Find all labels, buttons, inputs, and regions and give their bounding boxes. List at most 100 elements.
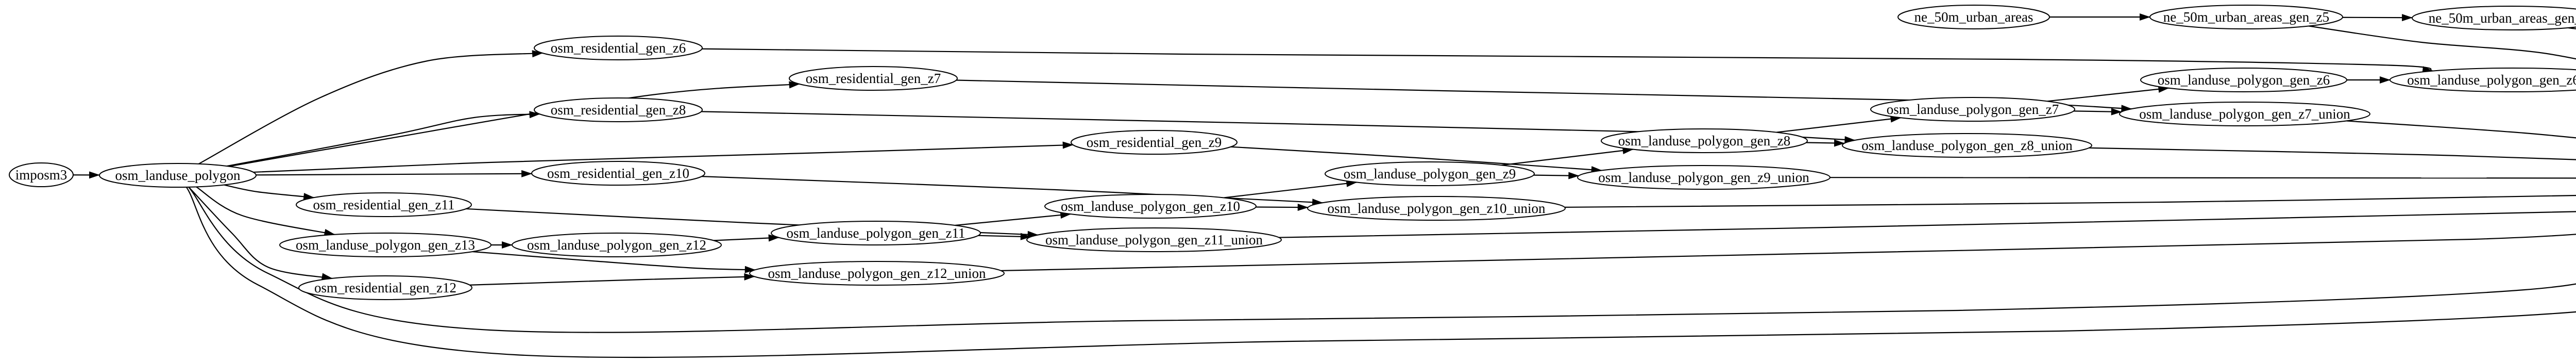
node-osm_landuse_polygon_gen_z10_union: osm_landuse_polygon_gen_z10_union [1307, 196, 1566, 221]
node-osm_landuse_polygon_gen_z10: osm_landuse_polygon_gen_z10 [1044, 194, 1257, 219]
node-shape-osm_landuse_polygon [99, 163, 257, 188]
edge-osm_landuse_polygon--osm_landuse_polygon_gen_z13 [196, 186, 335, 236]
node-shape-osm_landuse_polygon_gen_z8_union [1842, 133, 2092, 158]
node-shape-osm_residential_gen_z6 [534, 36, 703, 60]
node-shape-osm_residential_gen_z12 [298, 275, 472, 300]
edge-osm_landuse_polygon_gen_z7_union--layer_landuse-z7 [2346, 120, 2576, 139]
node-ne_50m_urban_areas: ne_50m_urban_areas [1897, 5, 2050, 29]
edge-osm_landuse_polygon_gen_z8--osm_landuse_polygon_gen_z8_union [1806, 139, 1845, 147]
node-osm_landuse_polygon_gen_z8: osm_landuse_polygon_gen_z8 [1601, 128, 1808, 153]
edge-osm_landuse_polygon_gen_z11--osm_landuse_polygon_gen_z11_union [978, 233, 1031, 240]
edge-ne_50m_urban_areas_gen_z5--layer_landuse-z5 [2309, 25, 2576, 60]
node-shape-osm_landuse_polygon_gen_z9_union [1577, 165, 1831, 190]
node-shape-osm_residential_gen_z9 [1071, 130, 1238, 155]
node-label-ne_50m_urban_areas_gen_z4: ne_50m_urban_areas_gen_z4 [2429, 10, 2576, 26]
node-shape-osm_residential_gen_z11 [296, 192, 472, 217]
node-osm_residential_gen_z12: osm_residential_gen_z12 [298, 275, 472, 300]
node-label-osm_residential_gen_z9: osm_residential_gen_z9 [1087, 135, 1222, 150]
edge-osm_landuse_polygon_gen_z11_union--layer_landuse-z11 [1279, 211, 2576, 238]
node-osm_landuse_polygon_gen_z7_union: osm_landuse_polygon_gen_z7_union [2119, 102, 2370, 126]
node-label-osm_landuse_polygon_gen_z12_union: osm_landuse_polygon_gen_z12_union [768, 266, 986, 281]
node-osm_residential_gen_z8: osm_residential_gen_z8 [534, 97, 703, 122]
node-ne_50m_urban_areas_gen_z4: ne_50m_urban_areas_gen_z4 [2412, 6, 2576, 30]
edge-osm_landuse_polygon_gen_z11--osm_landuse_polygon_gen_z10 [955, 211, 1072, 226]
edge-osm_landuse_polygon_gen_z8_union--layer_landuse-z8 [2089, 147, 2576, 160]
edge-osm_residential_gen_z10--osm_landuse_polygon_gen_z10_union [701, 175, 1324, 206]
node-osm_residential_gen_z7: osm_residential_gen_z7 [789, 66, 958, 91]
edge-osm_landuse_polygon--osm_residential_gen_z11 [224, 184, 315, 201]
node-label-osm_landuse_polygon_gen_z7: osm_landuse_polygon_gen_z7 [1887, 102, 2059, 117]
edge-osm_landuse_polygon--osm_residential_gen_z10 [256, 170, 533, 177]
node-label-osm_landuse_polygon: osm_landuse_polygon [115, 168, 241, 183]
node-label-ne_50m_urban_areas: ne_50m_urban_areas [1914, 9, 2033, 25]
node-osm_residential_gen_z6: osm_residential_gen_z6 [534, 36, 703, 60]
node-label-osm_landuse_polygon_gen_z11_union: osm_landuse_polygon_gen_z11_union [1045, 232, 1263, 248]
node-label-osm_landuse_polygon_gen_z9: osm_landuse_polygon_gen_z9 [1344, 166, 1516, 182]
node-shape-ne_50m_urban_areas_gen_z4 [2412, 6, 2576, 30]
node-shape-ne_50m_urban_areas_gen_z5 [2149, 5, 2343, 29]
node-label-osm_landuse_polygon_gen_z13: osm_landuse_polygon_gen_z13 [296, 237, 475, 253]
node-shape-osm_residential_gen_z8 [534, 97, 703, 122]
edge-osm_landuse_polygon_gen_z12--osm_landuse_polygon_gen_z11 [714, 234, 779, 242]
node-label-imposm3: imposm3 [15, 167, 67, 183]
node-shape-osm_landuse_polygon_gen_z11 [771, 221, 981, 245]
node-label-osm_landuse_polygon_gen_z8_union: osm_landuse_polygon_gen_z8_union [1861, 138, 2073, 153]
node-label-osm_landuse_polygon_gen_z9_union: osm_landuse_polygon_gen_z9_union [1598, 170, 1809, 185]
edge-osm_landuse_polygon--layer_landuse-z13 [188, 187, 2576, 333]
edge-osm_landuse_polygon_gen_z10_union--layer_landuse-z10 [1564, 194, 2576, 208]
edge-osm_landuse_polygon_gen_z9--osm_landuse_polygon_gen_z8 [1501, 147, 1634, 166]
edges-layer [73, 13, 2576, 358]
edge-osm_landuse_polygon--osm_residential_gen_z7 [229, 81, 800, 167]
edge-osm_landuse_polygon--osm_residential_gen_z9 [253, 141, 1074, 173]
node-label-osm_landuse_polygon_gen_z11: osm_landuse_polygon_gen_z11 [787, 225, 965, 241]
node-osm_landuse_polygon_gen_z11_union: osm_landuse_polygon_gen_z11_union [1026, 227, 1282, 252]
node-label-osm_landuse_polygon_gen_z12: osm_landuse_polygon_gen_z12 [527, 237, 706, 253]
node-label-osm_landuse_polygon_gen_z10: osm_landuse_polygon_gen_z10 [1061, 199, 1240, 214]
edge-osm_landuse_polygon_gen_z7--osm_landuse_polygon_gen_z6 [2047, 85, 2170, 102]
node-shape-osm_landuse_polygon_gen_z7_union [2119, 102, 2370, 126]
node-osm_landuse_polygon: osm_landuse_polygon [99, 163, 257, 188]
node-shape-osm_landuse_polygon_gen_z13 [279, 233, 492, 257]
edge-osm_landuse_polygon_gen_z10--osm_landuse_polygon_gen_z9 [1224, 179, 1358, 199]
node-shape-ne_50m_urban_areas [1897, 5, 2050, 29]
node-shape-osm_landuse_polygon_gen_z10_union [1307, 196, 1566, 221]
edge-osm_landuse_polygon_gen_z9--osm_landuse_polygon_gen_z9_union [1533, 172, 1580, 179]
node-shape-osm_landuse_polygon_gen_z7 [1870, 97, 2075, 122]
node-label-osm_residential_gen_z6: osm_residential_gen_z6 [551, 40, 686, 56]
node-osm_landuse_polygon_gen_z9_union: osm_landuse_polygon_gen_z9_union [1577, 165, 1831, 190]
node-label-osm_landuse_polygon_gen_z8: osm_landuse_polygon_gen_z8 [1618, 133, 1790, 149]
edge-osm_residential_gen_z9--osm_landuse_polygon_gen_z9_union [1230, 146, 1602, 174]
nodes-layer: imposm3 osm_landuse_polygon osm_residentia… [9, 5, 2576, 300]
node-label-osm_landuse_polygon_gen_z6_union: osm_landuse_polygon_gen_z6_union [2407, 72, 2576, 88]
edge-osm_landuse_polygon--osm_residential_gen_z12 [188, 187, 333, 281]
edge-osm_landuse_polygon_gen_z13--osm_landuse_polygon_gen_z12_union [472, 251, 756, 273]
edge-osm_landuse_polygon_gen_z12_union--layer_landuse-z12 [1001, 234, 2576, 272]
node-label-osm_landuse_polygon_gen_z7_union: osm_landuse_polygon_gen_z7_union [2139, 106, 2350, 122]
node-label-osm_residential_gen_z10: osm_residential_gen_z10 [547, 166, 689, 181]
node-label-ne_50m_urban_areas_gen_z5: ne_50m_urban_areas_gen_z5 [2163, 9, 2329, 25]
node-osm_landuse_polygon_gen_z13: osm_landuse_polygon_gen_z13 [279, 233, 492, 257]
edge-osm_landuse_polygon--osm_residential_gen_z6 [198, 50, 543, 164]
node-ne_50m_urban_areas_gen_z5: ne_50m_urban_areas_gen_z5 [2149, 5, 2343, 29]
node-shape-osm_landuse_polygon_gen_z6_union [2389, 68, 2576, 92]
node-label-osm_landuse_polygon_gen_z6: osm_landuse_polygon_gen_z6 [2158, 72, 2330, 88]
node-shape-osm_landuse_polygon_gen_z6 [2140, 68, 2347, 92]
edge-osm_landuse_polygon_gen_z7--osm_landuse_polygon_gen_z7_union [2073, 108, 2122, 116]
node-label-osm_residential_gen_z12: osm_residential_gen_z12 [314, 280, 456, 295]
node-osm_landuse_polygon_gen_z11: osm_landuse_polygon_gen_z11 [771, 221, 981, 245]
node-shape-osm_landuse_polygon_gen_z11_union [1026, 227, 1282, 252]
node-osm_landuse_polygon_gen_z9: osm_landuse_polygon_gen_z9 [1325, 161, 1535, 186]
node-label-osm_landuse_polygon_gen_z10_union: osm_landuse_polygon_gen_z10_union [1328, 201, 1546, 216]
node-shape-imposm3 [9, 162, 74, 187]
node-osm_landuse_polygon_gen_z6: osm_landuse_polygon_gen_z6 [2140, 68, 2347, 92]
node-shape-osm_landuse_polygon_gen_z8 [1601, 128, 1808, 153]
edge-osm_landuse_polygon_gen_z9_union--layer_landuse-z9 [1829, 177, 2576, 179]
edge-osm_residential_gen_z6--osm_landuse_polygon_gen_z6_union [702, 48, 2434, 74]
node-label-osm_residential_gen_z7: osm_residential_gen_z7 [806, 71, 941, 86]
node-shape-osm_landuse_polygon_gen_z12 [512, 233, 722, 257]
node-osm_residential_gen_z11: osm_residential_gen_z11 [296, 192, 472, 217]
node-osm_landuse_polygon_gen_z12: osm_landuse_polygon_gen_z12 [512, 233, 722, 257]
node-label-osm_residential_gen_z8: osm_residential_gen_z8 [551, 102, 686, 118]
node-osm_residential_gen_z10: osm_residential_gen_z10 [531, 161, 705, 186]
